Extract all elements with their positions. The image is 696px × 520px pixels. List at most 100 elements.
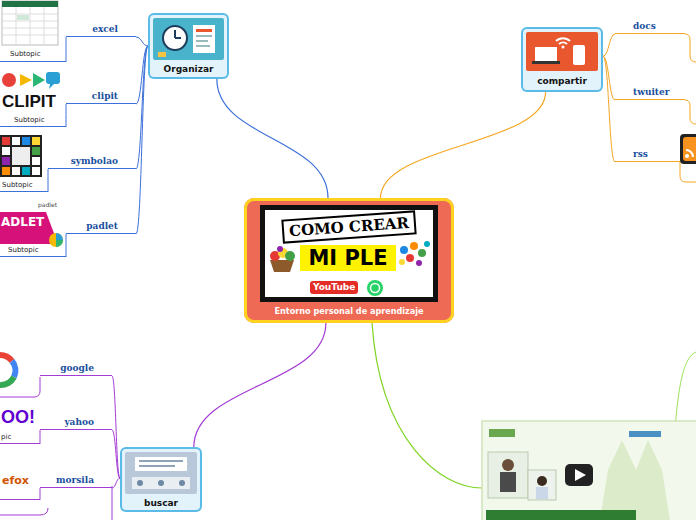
central-topic: COMO CREARMI PLEYouTubeEntorno personal … bbox=[244, 198, 454, 323]
decor-rect bbox=[2, 1, 58, 45]
decor-rect bbox=[565, 464, 593, 486]
decor-rect bbox=[17, 15, 29, 20]
decor-rect bbox=[32, 147, 40, 155]
subtopic-card: Subtopic bbox=[0, 0, 66, 62]
decor-circle bbox=[562, 46, 565, 49]
decor-rect bbox=[629, 431, 661, 437]
subtitle-text: Entorno personal de aprendizaje bbox=[244, 305, 454, 317]
branch-label: twuiter bbox=[615, 88, 685, 100]
branch-text: docs bbox=[633, 21, 656, 32]
video-thumbnail bbox=[482, 421, 696, 520]
decor-circle bbox=[179, 480, 185, 486]
decor-rect bbox=[2, 167, 10, 175]
branch-label: google bbox=[40, 363, 112, 376]
whatsapp-logo bbox=[367, 280, 383, 296]
branch-label: clipit bbox=[66, 91, 136, 104]
decor-circle bbox=[399, 259, 405, 265]
branch-connector bbox=[603, 56, 615, 162]
decor-circle bbox=[158, 480, 164, 486]
branch-text: padlet bbox=[86, 221, 118, 232]
decor-rect bbox=[265, 210, 433, 297]
title-text: MI PLE bbox=[300, 245, 396, 271]
main-topic: compartir bbox=[521, 27, 603, 92]
branch-line bbox=[0, 508, 48, 515]
decor-rect bbox=[196, 29, 212, 32]
decor-path bbox=[0, 377, 14, 385]
decor-path bbox=[33, 73, 45, 87]
branch-connector bbox=[217, 79, 328, 198]
decor-rect bbox=[489, 429, 515, 437]
decor-rect bbox=[32, 167, 40, 175]
decor-circle bbox=[410, 242, 418, 250]
logo-text: CLIPIT bbox=[2, 92, 56, 112]
main-topic: Organizar bbox=[148, 13, 229, 79]
branch-label: padlet bbox=[66, 222, 136, 234]
branch-text: rss bbox=[633, 149, 648, 160]
topic-text: buscar bbox=[120, 497, 202, 509]
decor-circle bbox=[163, 26, 187, 50]
decor-rect bbox=[573, 45, 585, 65]
decor-rect bbox=[532, 61, 560, 64]
branch-connector bbox=[136, 37, 148, 46]
branch-line bbox=[685, 34, 696, 62]
subtopic-card: efox bbox=[0, 462, 40, 500]
decor-circle bbox=[371, 284, 380, 293]
branch-label: docs bbox=[615, 21, 685, 34]
logo-text: ADLET bbox=[1, 215, 44, 229]
branch-text: clipit bbox=[92, 91, 118, 102]
branch-connector bbox=[40, 488, 41, 500]
branch-connector bbox=[381, 92, 546, 198]
decor-path bbox=[56, 233, 63, 240]
decor-rect bbox=[2, 137, 10, 145]
decor-rect bbox=[535, 47, 557, 61]
decor-rect bbox=[125, 452, 197, 494]
topic-text: compartir bbox=[521, 75, 603, 87]
decor-rect bbox=[158, 52, 166, 57]
decor-rect bbox=[46, 72, 60, 84]
rss-icon bbox=[680, 134, 696, 164]
decor-rect bbox=[196, 40, 208, 42]
decor-path bbox=[686, 150, 693, 157]
decor-rect bbox=[0, 135, 42, 177]
decor-circle bbox=[49, 233, 63, 247]
decor-rect bbox=[486, 510, 636, 520]
branch-line bbox=[112, 486, 113, 520]
subtopic-card: CLIPIT Subtopic bbox=[0, 66, 66, 127]
branch-connector bbox=[194, 323, 326, 447]
decor-rect bbox=[2, 147, 10, 155]
decor-path bbox=[20, 74, 32, 86]
decor-circle bbox=[285, 251, 295, 261]
branch-connector bbox=[112, 376, 120, 478]
decor-circle bbox=[416, 260, 422, 266]
branch-line bbox=[372, 323, 482, 488]
branch-label: rss bbox=[615, 150, 680, 162]
google-logo bbox=[0, 355, 15, 385]
subtopic-caption: pic bbox=[1, 433, 11, 442]
branch-label: excel bbox=[66, 24, 136, 37]
branch-line bbox=[680, 162, 696, 182]
decor-path bbox=[49, 84, 54, 89]
decor-rect bbox=[683, 137, 696, 161]
decor-rect bbox=[526, 32, 598, 71]
decor-rect bbox=[22, 167, 30, 175]
logo-text: YouTube bbox=[310, 281, 358, 294]
decor-path bbox=[575, 469, 586, 481]
decor-circle bbox=[2, 73, 16, 87]
branch-connector bbox=[112, 430, 120, 478]
decor-path bbox=[56, 240, 63, 247]
decor-rect bbox=[680, 134, 696, 164]
logo-text: OO! bbox=[1, 407, 35, 428]
decor-circle bbox=[418, 249, 426, 257]
brain-icons bbox=[399, 241, 430, 266]
branch-connector bbox=[66, 37, 67, 62]
branch-connector bbox=[603, 34, 615, 56]
branch-line bbox=[685, 100, 696, 124]
subtopic-card: ADLETpadletSubtopic bbox=[0, 198, 66, 257]
decor-circle bbox=[277, 246, 283, 252]
branch-connector bbox=[112, 478, 120, 488]
decor-rect bbox=[193, 25, 215, 53]
subtopic-caption: Subtopic bbox=[14, 116, 45, 125]
decor-rect bbox=[196, 45, 210, 47]
branch-text: yahoo bbox=[64, 417, 94, 428]
branch-text: morsila bbox=[56, 475, 94, 486]
